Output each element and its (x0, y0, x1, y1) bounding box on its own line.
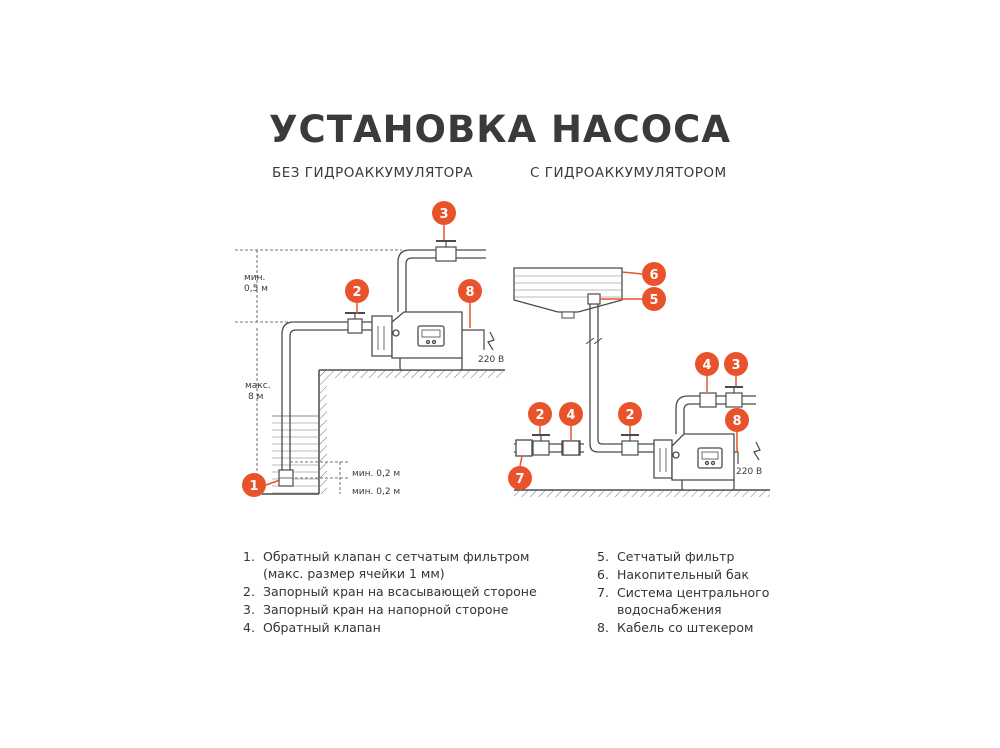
right-discharge-pipe (675, 395, 756, 434)
dim-min-02-a: мин. 0,2 м (352, 469, 400, 479)
svg-text:4: 4 (566, 408, 575, 423)
legend-right: 5. Сетчатый фильтр 6. Накопительный бак … (597, 548, 777, 637)
svg-text:1: 1 (249, 479, 258, 494)
legend-text: Сетчатый фильтр (617, 549, 735, 564)
marker-2-right-central: 2 (528, 402, 552, 434)
legend-text: Обратный клапан (263, 620, 381, 635)
svg-text:7: 7 (515, 472, 524, 487)
left-suction-valve (345, 312, 365, 334)
foot-valve (278, 469, 294, 487)
legend-item: 1. Обратный клапан с сетчатым фильтром (… (243, 548, 543, 582)
right-diagram-subtitle: С ГИДРОАККУМУЛЯТОРОМ (530, 165, 727, 181)
right-voltage-label: 220 В (736, 467, 762, 477)
right-power-cable (734, 441, 761, 464)
right-suction-valve (621, 434, 639, 456)
right-central-valve (532, 434, 550, 456)
storage-tank (513, 267, 623, 319)
right-check-valve-discharge (699, 392, 717, 408)
legend-text: Кабель со штекером (617, 620, 754, 635)
legend-number: 3. (243, 602, 255, 617)
svg-text:3: 3 (731, 358, 740, 373)
left-pump (371, 311, 463, 371)
right-diagram: 220 В 2 4 7 2 4 3 (508, 262, 770, 497)
marker-2-left: 2 (345, 279, 369, 314)
legend-item: 3. Запорный кран на напорной стороне (243, 601, 543, 618)
right-pump (653, 433, 735, 491)
legend-item: 7. Система центрального водоснабжения (597, 584, 777, 618)
strainer-filter (587, 293, 601, 305)
svg-text:3: 3 (439, 207, 448, 222)
marker-3-right: 3 (724, 352, 748, 386)
svg-text:5: 5 (649, 293, 658, 308)
legend-item: 2. Запорный кран на всасывающей стороне (243, 583, 543, 600)
pump-installation-diagram: мин. 0,5 м макс. 8 м мин. 0,2 м мин. 0,2… (235, 201, 770, 497)
left-suction-pipe (281, 321, 372, 478)
marker-5: 5 (600, 287, 666, 311)
svg-text:8: 8 (732, 414, 741, 429)
legend-item: 8. Кабель со штекером (597, 619, 777, 636)
marker-8-left: 8 (458, 279, 482, 328)
dim-max-8-line2: 8 м (248, 392, 263, 402)
legend-item: 6. Накопительный бак (597, 566, 777, 583)
legend-item: 4. Обратный клапан (243, 619, 543, 636)
right-check-valve-central (562, 440, 580, 456)
svg-text:4: 4 (702, 358, 711, 373)
page-title: УСТАНОВКА НАСОСА (269, 108, 731, 151)
legend-number: 7. (597, 585, 609, 600)
marker-7: 7 (508, 455, 532, 490)
legend-left: 1. Обратный клапан с сетчатым фильтром (… (243, 548, 543, 637)
right-tank-suction-pipe (585, 304, 658, 453)
legend-text: Система центрального водоснабжения (617, 585, 770, 617)
svg-text:2: 2 (535, 408, 544, 423)
legend-number: 4. (243, 620, 255, 635)
marker-3-left: 3 (432, 201, 456, 240)
left-ground (318, 369, 505, 494)
legend-number: 8. (597, 620, 609, 635)
svg-text:2: 2 (625, 408, 634, 423)
dim-min-05-line1: мин. (244, 273, 265, 283)
legend-text: Запорный кран на всасывающей стороне (263, 584, 537, 599)
left-power-cable (462, 329, 495, 351)
legend-text: Обратный клапан с сетчатым фильтром (мак… (263, 549, 530, 581)
svg-text:8: 8 (465, 285, 474, 300)
dim-min-05-line2: 0,5 м (244, 284, 268, 294)
legend-number: 2. (243, 584, 255, 599)
marker-4-right-discharge: 4 (695, 352, 719, 392)
dim-max-8-line1: макс. (245, 381, 271, 391)
legend-item: 5. Сетчатый фильтр (597, 548, 777, 565)
marker-8-right: 8 (725, 408, 749, 452)
svg-text:2: 2 (352, 285, 361, 300)
marker-6: 6 (621, 262, 666, 286)
svg-text:6: 6 (649, 268, 658, 283)
right-ground (514, 489, 770, 497)
left-diagram: мин. 0,5 м макс. 8 м мин. 0,2 м мин. 0,2… (235, 201, 505, 497)
legend-number: 5. (597, 549, 609, 564)
legend-number: 6. (597, 567, 609, 582)
left-voltage-label: 220 В (478, 355, 504, 365)
marker-4-right-central: 4 (559, 402, 583, 440)
left-discharge-pipe (397, 249, 486, 312)
dim-min-02-b: мин. 0,2 м (352, 487, 400, 497)
left-discharge-valve (435, 240, 457, 262)
right-discharge-valve (725, 386, 743, 408)
legend-number: 1. (243, 549, 255, 564)
marker-1: 1 (242, 473, 281, 497)
legend-text: Накопительный бак (617, 567, 749, 582)
left-diagram-subtitle: БЕЗ ГИДРОАККУМУЛЯТОРА (272, 165, 474, 181)
marker-2-right-pump: 2 (618, 402, 642, 434)
legend-text: Запорный кран на напорной стороне (263, 602, 509, 617)
